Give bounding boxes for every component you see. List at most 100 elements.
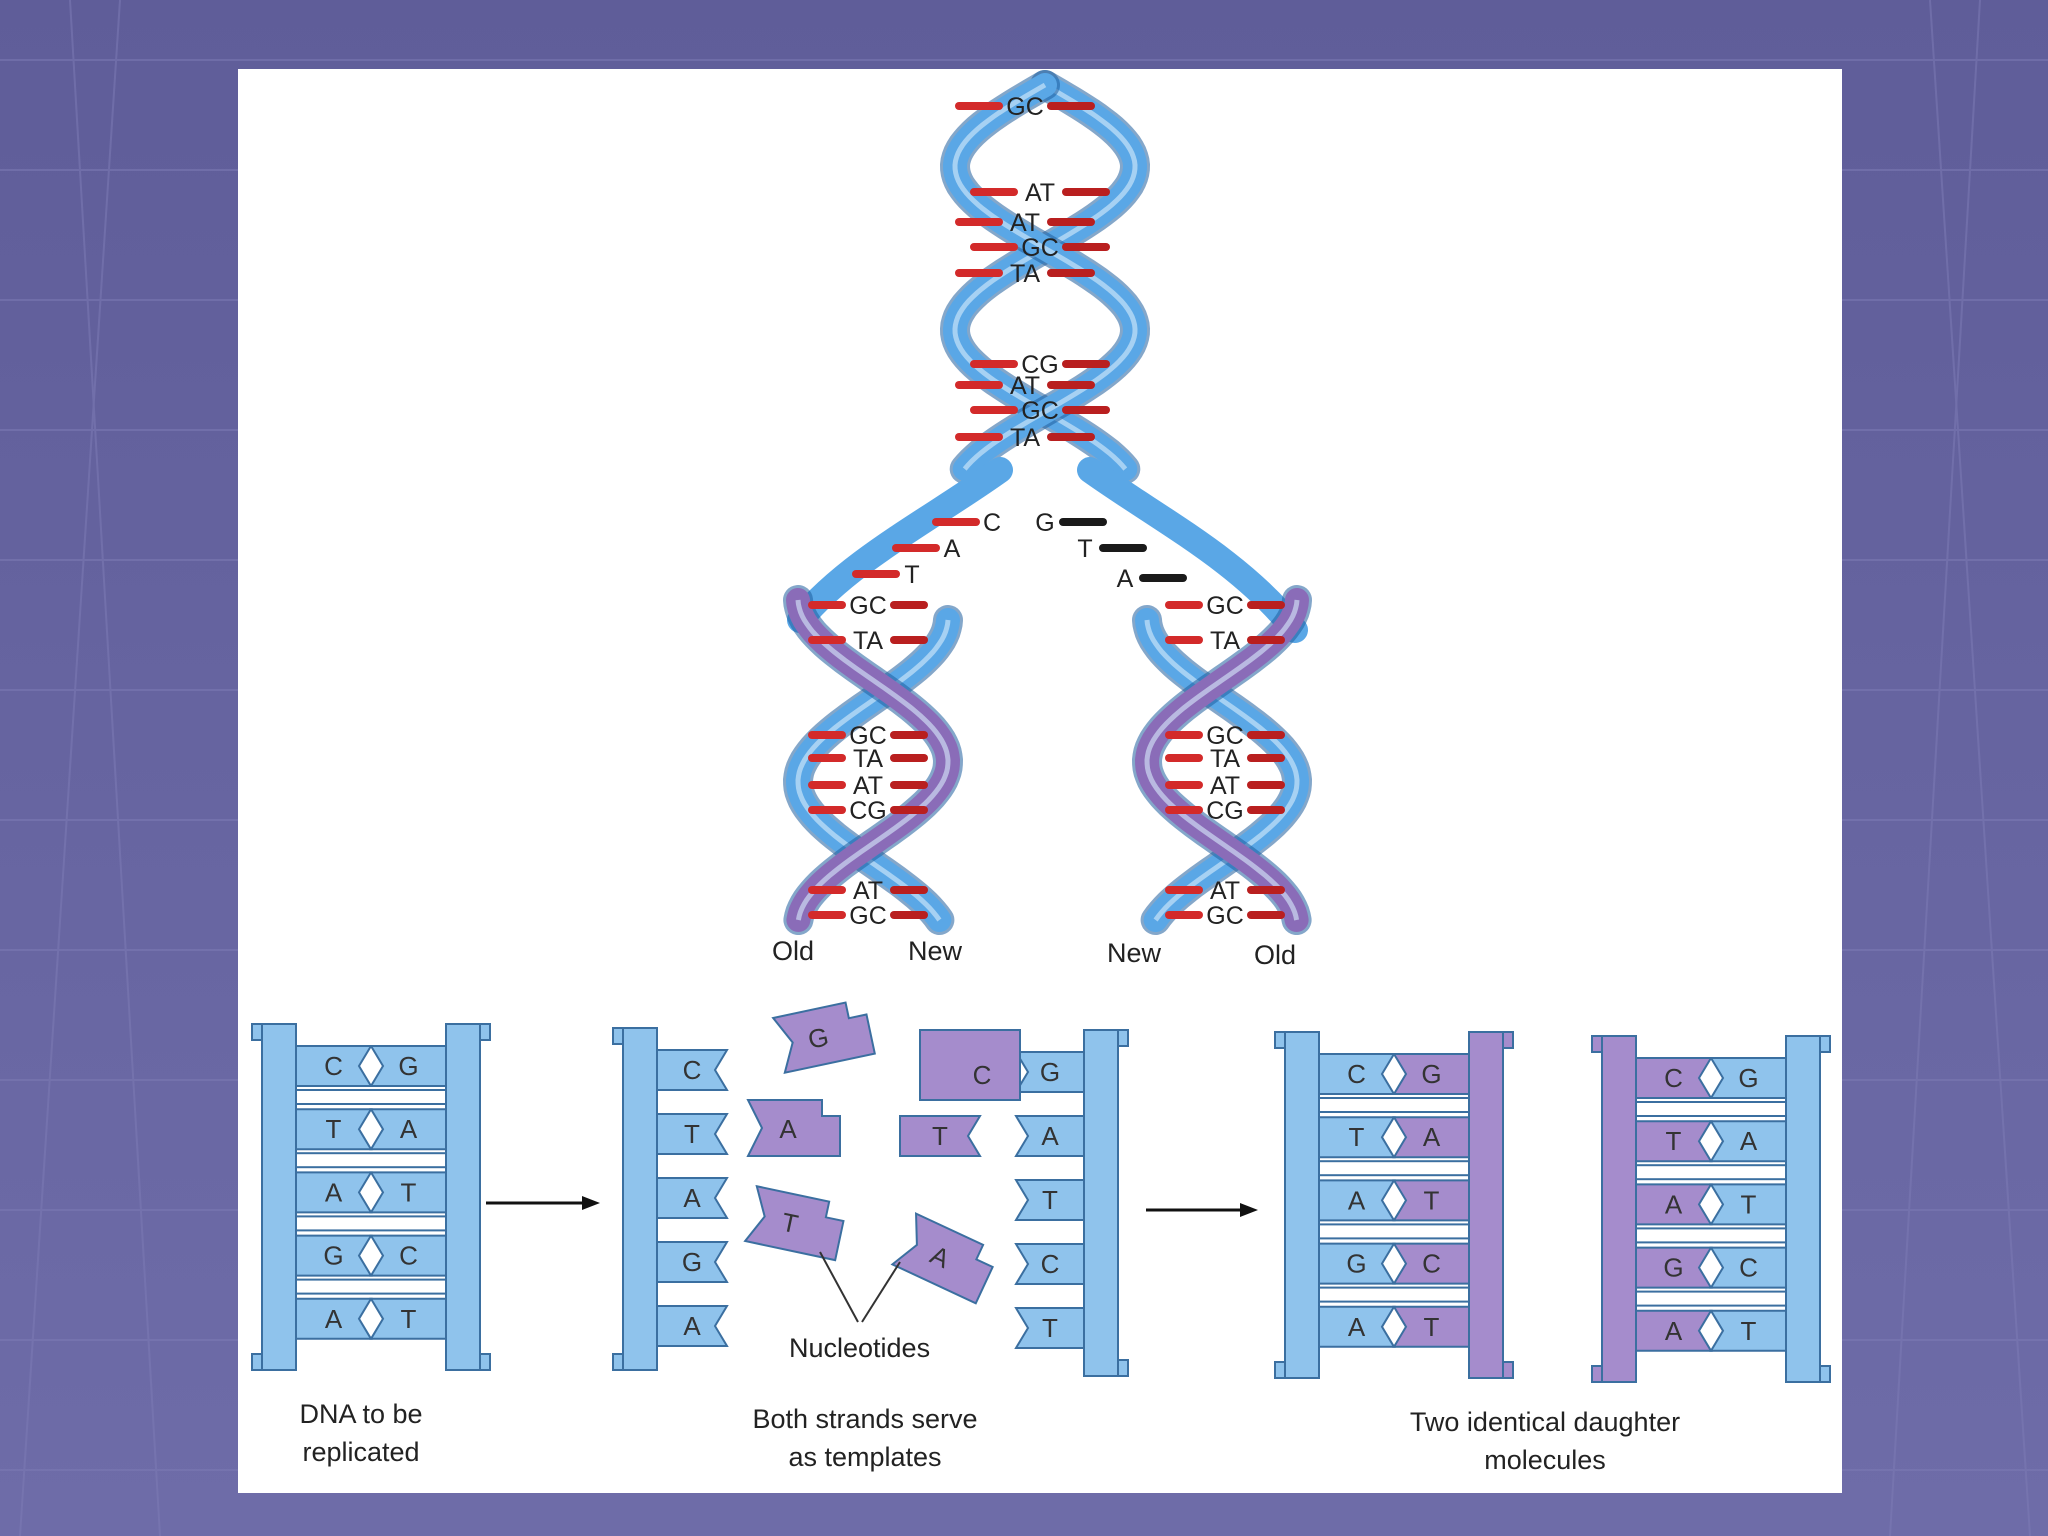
base-bar-left — [1165, 731, 1203, 739]
base-pair-label: AT — [1010, 209, 1040, 237]
base-pair-label: GC — [1206, 592, 1244, 620]
base-bar-right — [890, 754, 928, 762]
template-left-rail-cap-bottom — [612, 1353, 624, 1371]
base-bar-right — [890, 781, 928, 789]
ladder-daughter-2-rung-left — [1635, 1120, 1713, 1163]
ladder-daughter-2-rung-right-base: G — [1738, 1063, 1758, 1093]
base-bar-left — [808, 636, 846, 644]
ladder-daughter-2-rung-left — [1635, 1309, 1713, 1352]
fork-left-bar — [892, 544, 940, 552]
base-bar-right — [890, 806, 928, 814]
base-bar-right — [1062, 360, 1110, 368]
free-nucleotide: A — [746, 1099, 841, 1157]
ladder-daughter-2-rung-right — [1709, 1120, 1787, 1163]
ladder-daughter-2-rung-right — [1709, 1246, 1787, 1289]
right-daughter-old-highlight — [1144, 619, 1300, 922]
caption-step2-line2: as templates — [788, 1442, 942, 1472]
ladder-original-rung-right-base: A — [400, 1114, 418, 1144]
fork-left-bar — [852, 570, 900, 578]
ladder-daughter-1-rung-right — [1392, 1116, 1470, 1159]
ladder-daughter-1-right-rail-cap-bottom — [1502, 1361, 1514, 1379]
free-nucleotide-block — [771, 1001, 876, 1075]
base-bar-right — [890, 636, 928, 644]
fork-left-base: C — [983, 509, 1001, 537]
new-partial-base-1: C — [973, 1060, 992, 1090]
template-right-rung — [1014, 1051, 1085, 1093]
base-bar-left — [970, 243, 1018, 251]
label-old-left: Old — [772, 936, 815, 966]
ladder-original-rung-right-base: G — [398, 1051, 418, 1081]
fork-right-bar — [1099, 544, 1147, 552]
template-left-rail-cap-top — [612, 1027, 624, 1045]
ladder-daughter-1-rung-left-base: A — [1348, 1185, 1366, 1215]
free-nucleotide-block — [890, 1212, 994, 1305]
base-pair-label: AT — [1010, 372, 1040, 400]
base-pair-label: AT — [853, 772, 883, 800]
ladder-daughter-2-right-rail-cap-top — [1819, 1035, 1831, 1053]
ladder-original-rung-left — [295, 1171, 373, 1214]
right-daughter-pair: GC — [1165, 722, 1285, 750]
template-right-rung-base: G — [1040, 1057, 1060, 1087]
base-pair-label: TA — [853, 745, 883, 773]
caption-step3-line2: molecules — [1484, 1445, 1606, 1475]
top-base-pair: AT — [955, 209, 1095, 237]
ladder-daughter-2-rung-left-base: G — [1663, 1253, 1683, 1283]
base-bar-left — [1165, 601, 1203, 609]
base-pair-label: AT — [1210, 877, 1240, 905]
template-right-rung — [1014, 1243, 1085, 1285]
ladder-daughter-2-gap — [1635, 1227, 1787, 1244]
ladder-daughter-1-left-rail — [1284, 1031, 1320, 1379]
base-bar-left — [955, 433, 1003, 441]
ladder-daughter-1-gap — [1318, 1286, 1470, 1303]
ladder-daughter-1-left-rail-cap-top — [1274, 1031, 1286, 1049]
ladder-daughter-2-gap — [1635, 1290, 1787, 1307]
right-daughter-pair: GC — [1165, 902, 1285, 930]
fork-left-bar — [932, 518, 980, 526]
base-bar-left — [955, 218, 1003, 226]
ladder-daughter-1-gap — [1318, 1223, 1470, 1240]
ladder-daughter-1-gap — [1318, 1097, 1470, 1113]
base-bar-left — [1165, 886, 1203, 894]
base-bar-right — [1247, 886, 1285, 894]
base-pair-label: AT — [1025, 179, 1055, 207]
ladder-daughter-2-right-rail — [1785, 1035, 1821, 1383]
ladder-daughter-2-left-rail-cap-bottom — [1591, 1365, 1603, 1383]
top-base-pair: GC — [970, 397, 1110, 425]
template-left-rung — [656, 1177, 729, 1219]
ladder-daughter-2-rung-left-base: A — [1665, 1189, 1683, 1219]
base-bar-right — [890, 731, 928, 739]
ladder-daughter-1-rung-right-base: G — [1421, 1059, 1441, 1089]
template-left-rung-base: T — [684, 1119, 700, 1149]
right-daughter-pair: TA — [1165, 627, 1285, 655]
ladder-daughter-2-rung-right — [1709, 1183, 1787, 1226]
base-bar-right — [890, 911, 928, 919]
template-left-rung-base: G — [682, 1247, 702, 1277]
base-bar-left — [808, 886, 846, 894]
template-left-rung-base: A — [683, 1311, 701, 1341]
fork-left-base: A — [944, 535, 961, 563]
fork-right-base: A — [1117, 565, 1134, 593]
ladder-daughter-1-rung-left — [1318, 1179, 1396, 1222]
ladder-daughter-1-rung-right-base: T — [1424, 1185, 1440, 1215]
free-nucleotide: A — [890, 1212, 994, 1305]
nucleotides-label: Nucleotides — [789, 1333, 931, 1363]
base-bar-left — [1165, 754, 1203, 762]
free-nucleotide-block — [746, 1099, 841, 1157]
ladder-daughter-2-gap — [1635, 1101, 1787, 1117]
base-bar-right — [1047, 102, 1095, 110]
template-left-rung-base: A — [683, 1183, 701, 1213]
caption-step2-line1: Both strands serve — [752, 1404, 978, 1434]
base-bar-left — [970, 360, 1018, 368]
nucleotide-pointer-2 — [861, 1261, 901, 1323]
base-bar-left — [955, 102, 1003, 110]
base-bar-left — [808, 754, 846, 762]
base-bar-right — [1247, 806, 1285, 814]
ladder-daughter-1-rung-right — [1392, 1242, 1470, 1285]
ladder-original-rung-left-base: A — [325, 1304, 343, 1334]
top-base-pair: CG — [970, 351, 1110, 379]
free-nucleotide-base: A — [779, 1114, 797, 1144]
fork-right-bar — [1139, 574, 1187, 582]
ladder-original-rung-left — [295, 1108, 373, 1151]
ladder-original-rung-right — [369, 1234, 447, 1277]
